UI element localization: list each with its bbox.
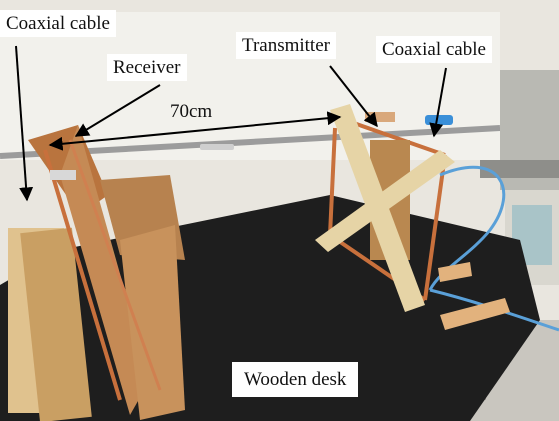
arrow-coaxial-right xyxy=(429,67,447,138)
label-receiver: Receiver xyxy=(107,54,187,81)
tape-strip-1 xyxy=(438,262,472,282)
label-wooden-desk: Wooden desk xyxy=(232,362,359,397)
lab-shelf xyxy=(480,160,559,178)
arrow-distance xyxy=(48,111,342,151)
arrow-transmitter xyxy=(329,65,378,128)
tape-strip-2 xyxy=(440,298,510,330)
label-coaxial-cable-left: Coaxial cable xyxy=(0,10,116,37)
label-distance: 70cm xyxy=(170,101,213,122)
label-coaxial-cable-right: Coaxial cable xyxy=(376,36,492,63)
arrow-coaxial-left xyxy=(15,45,34,202)
transmitter-antenna xyxy=(315,104,455,312)
receiver-antenna xyxy=(8,125,185,421)
whiteboard-marker xyxy=(200,144,234,150)
whiteboard-eraser xyxy=(425,115,453,125)
label-transmitter: Transmitter xyxy=(236,32,336,59)
